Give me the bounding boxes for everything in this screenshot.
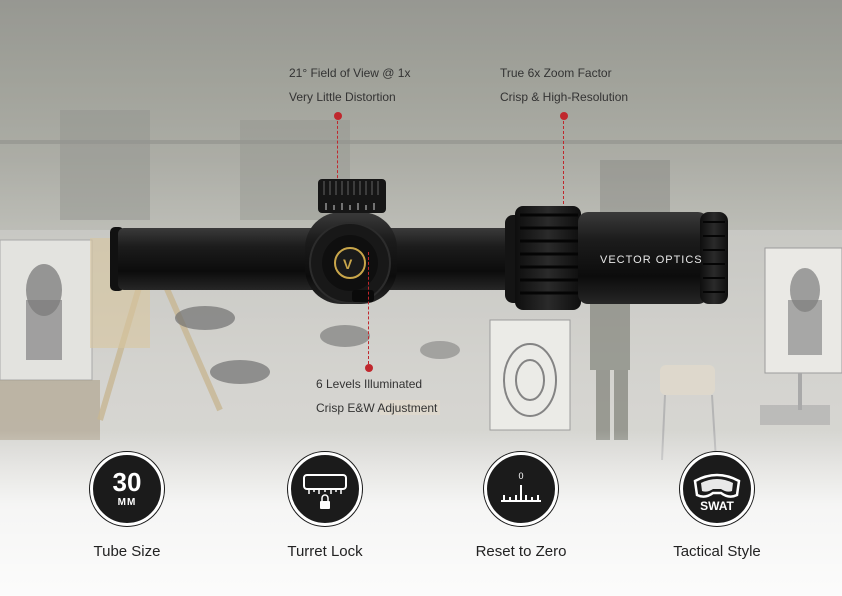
zoom-leader-line bbox=[563, 121, 564, 209]
svg-text:V: V bbox=[343, 256, 353, 272]
illum-annotation: 6 Levels Illuminated Crisp E&W Adjustmen… bbox=[316, 372, 437, 420]
zoom-annotation: True 6x Zoom Factor Crisp & High-Resolut… bbox=[500, 61, 628, 109]
feature-tube-size: 30 MM Tube Size bbox=[52, 452, 202, 560]
swat-text: SWAT bbox=[700, 499, 734, 513]
feature-label-tube-size: Tube Size bbox=[93, 543, 161, 560]
zoom-marker-dot bbox=[560, 112, 568, 120]
tube-size-icon: 30 MM bbox=[90, 452, 164, 526]
illum-leader-line bbox=[368, 252, 369, 364]
reset-zero-icon: 0 bbox=[484, 452, 558, 526]
tactical-goggles-icon: SWAT bbox=[680, 452, 754, 526]
fov-marker-dot bbox=[334, 112, 342, 120]
fov-annotation: 21° Field of View @ 1x Very Little Disto… bbox=[289, 61, 410, 109]
tube-size-value: 30 bbox=[112, 467, 142, 497]
zero-mark: 0 bbox=[518, 471, 524, 481]
scope-brand-label: VECTOR OPTICS bbox=[600, 254, 703, 266]
tube-size-unit: MM bbox=[117, 497, 137, 508]
zoom-line-2: Crisp & High-Resolution bbox=[500, 90, 629, 104]
feature-tactical-style: SWAT Tactical Style bbox=[642, 452, 792, 560]
feature-label-turret-lock: Turret Lock bbox=[287, 543, 363, 560]
turret-lock-icon bbox=[288, 452, 362, 526]
fov-line-1: 21° Field of View @ 1x bbox=[289, 66, 411, 80]
fov-leader-line bbox=[337, 121, 338, 183]
feature-reset-zero: 0 Reset to Zero bbox=[446, 452, 596, 560]
feature-label-tactical-style: Tactical Style bbox=[673, 543, 761, 560]
zoom-line-1: True 6x Zoom Factor bbox=[500, 66, 612, 80]
illum-line-1: 6 Levels Illuminated bbox=[316, 377, 423, 391]
feature-label-reset-zero: Reset to Zero bbox=[475, 543, 567, 560]
illum-line-2: Crisp E&W Adjustment bbox=[316, 401, 438, 415]
illum-marker-dot bbox=[365, 364, 373, 372]
fov-line-2: Very Little Distortion bbox=[289, 90, 396, 104]
feature-turret-lock: Turret Lock bbox=[250, 452, 400, 560]
